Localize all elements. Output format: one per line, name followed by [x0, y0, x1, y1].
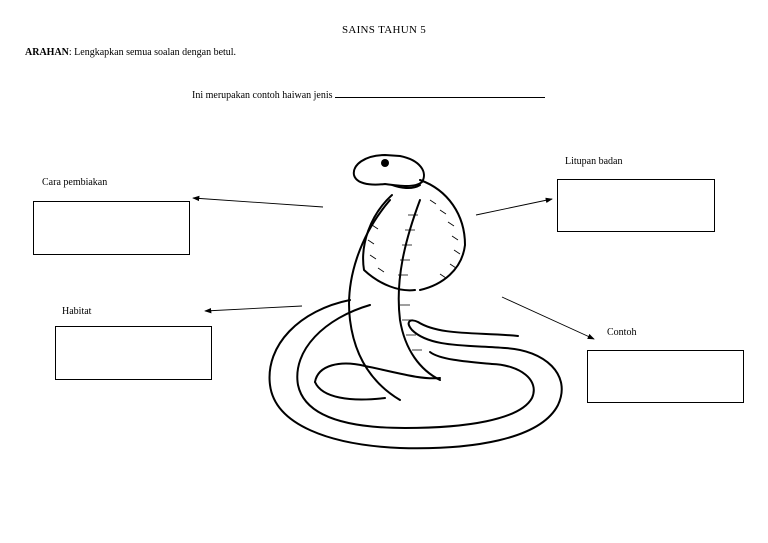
label-body-cover: Litupan badan — [565, 156, 623, 167]
label-example: Contoh — [607, 327, 637, 338]
question-text: Ini merupakan contoh haiwan jenis — [192, 90, 333, 101]
worksheet-title: SAINS TAHUN 5 — [341, 24, 427, 36]
cobra-scales — [367, 199, 461, 351]
question-line: Ini merupakan contoh haiwan jenis — [192, 88, 545, 101]
arrow-to-reproduction — [192, 195, 324, 208]
instruction-prefix: ARAHAN — [25, 47, 69, 58]
answer-box-example[interactable] — [587, 350, 744, 403]
answer-box-habitat[interactable] — [55, 326, 212, 380]
instruction-line: ARAHAN: Lengkapkan semua soalan dengan b… — [25, 47, 236, 58]
arrow-to-body-cover — [475, 197, 553, 216]
arrow-to-habitat — [204, 305, 303, 314]
answer-box-body-cover[interactable] — [557, 179, 715, 232]
label-habitat: Habitat — [62, 306, 92, 317]
arrow-to-example — [501, 296, 595, 340]
label-reproduction: Cara pembiakan — [42, 177, 108, 188]
instruction-text: : Lengkapkan semua soalan dengan betul. — [68, 47, 237, 58]
answer-blank[interactable] — [334, 88, 545, 98]
cobra-illustration — [268, 154, 563, 450]
answer-box-reproduction[interactable] — [33, 201, 190, 255]
